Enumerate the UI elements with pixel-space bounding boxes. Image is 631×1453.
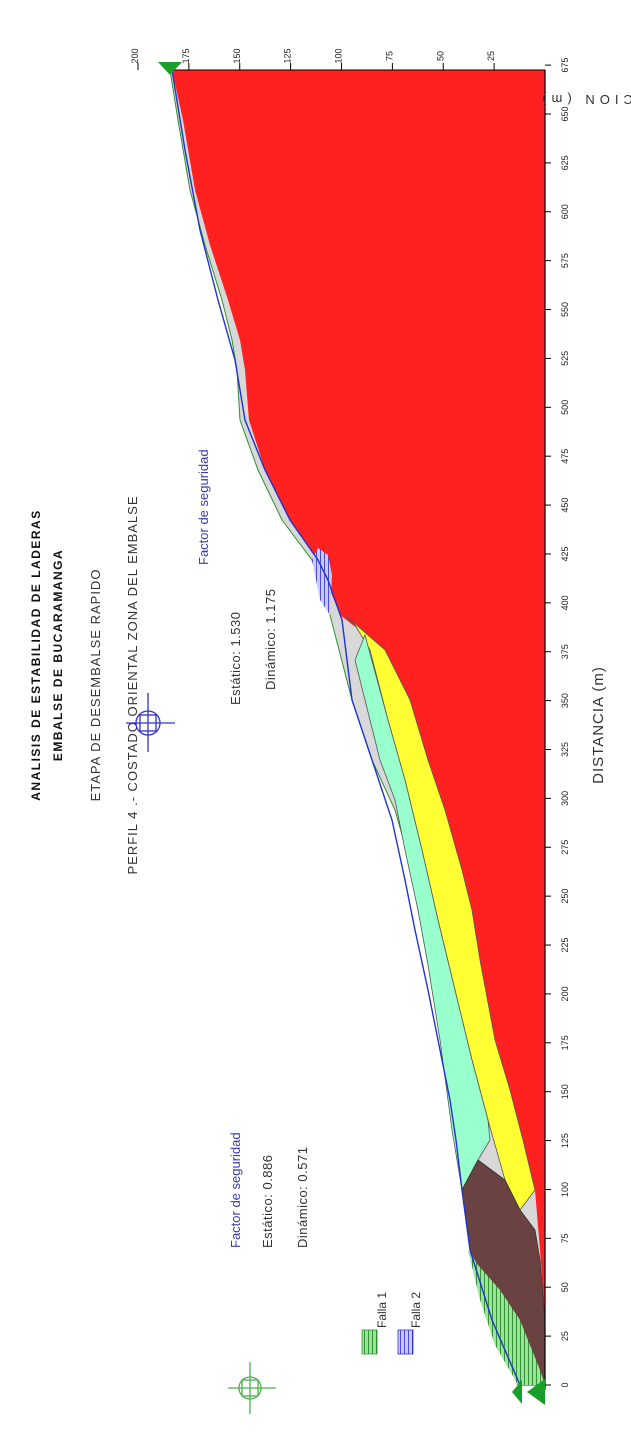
x-tick-label: 500 <box>560 400 570 415</box>
safety-factor-2-static: Estático: 0.886 <box>260 1155 275 1249</box>
x-tick-label: 125 <box>560 1133 570 1148</box>
x-tick-label: 675 <box>560 58 570 73</box>
x-tick-label: 625 <box>560 155 570 170</box>
safety-factor-2-dynamic: Dinámico: 0.571 <box>295 1147 310 1248</box>
x-tick-label: 575 <box>560 253 570 268</box>
x-tick-label: 275 <box>560 840 570 855</box>
x-tick-label: 450 <box>560 498 570 513</box>
x-tick-label: 300 <box>560 791 570 806</box>
x-tick-label: 400 <box>560 595 570 610</box>
safety-factor-1-static: Estático: 1.530 <box>228 612 243 706</box>
failure-center-marker-1 <box>126 693 175 752</box>
x-tick-label: 425 <box>560 546 570 561</box>
y-tick-label: 100 <box>334 48 344 63</box>
x-tick-label: 375 <box>560 644 570 659</box>
y-tick-label: 200 <box>130 48 140 63</box>
x-tick-label: 525 <box>560 351 570 366</box>
x-tick-label: 550 <box>560 302 570 317</box>
safety-factor-1-dynamic: Dinámico: 1.175 <box>263 589 278 690</box>
profile-title: PERFIL 4 .- COSTADO ORIENTAL ZONA DEL EM… <box>125 496 140 875</box>
failure-zone-2 <box>312 548 332 615</box>
x-tick-label: 475 <box>560 449 570 464</box>
y-axis-label: ELEVACION (m) <box>537 92 631 107</box>
y-tick-label: 75 <box>384 51 394 61</box>
failure-zone-1 <box>468 1250 545 1385</box>
x-tick-label: 600 <box>560 204 570 219</box>
y-tick-label: 25 <box>486 51 496 61</box>
x-tick-label: 75 <box>560 1233 570 1243</box>
y-tick-label: 150 <box>232 48 242 63</box>
legend-failure2-label: Falla 2 <box>409 1292 423 1328</box>
stage-title: ETAPA DE DESEMBALSE RAPIDO <box>88 569 103 802</box>
safety-factor-1-heading: Factor de seguridad <box>196 449 211 565</box>
y-tick-label: 125 <box>283 48 293 63</box>
title-line2: EMBALSE DE BUCARAMANGA <box>51 549 65 761</box>
water-table-line <box>171 69 521 1386</box>
x-tick-label: 350 <box>560 693 570 708</box>
x-axis-label: DISTANCIA (m) <box>590 666 607 784</box>
x-tick-label: 225 <box>560 938 570 953</box>
y-tick-label: 175 <box>181 48 191 63</box>
x-tick-label: 0 <box>560 1382 570 1387</box>
legend-failure1-label: Falla 1 <box>375 1292 389 1328</box>
x-tick-label: 650 <box>560 106 570 121</box>
x-tick-label: 25 <box>560 1331 570 1341</box>
x-tick-label: 325 <box>560 742 570 757</box>
legend-failure2-swatch <box>397 1329 414 1355</box>
marker-bottom-triangle-2 <box>512 1380 522 1404</box>
rock-layer <box>172 70 545 1385</box>
y-tick-label: 50 <box>435 51 445 61</box>
legend-failure1-swatch <box>361 1329 378 1355</box>
x-tick-label: 200 <box>560 986 570 1001</box>
x-tick-label: 250 <box>560 889 570 904</box>
safety-factor-2-heading: Factor de seguridad <box>228 1132 243 1248</box>
marker-bottom-triangle <box>527 1379 545 1405</box>
marker-top-triangle <box>158 62 182 75</box>
x-tick-label: 150 <box>560 1084 570 1099</box>
x-tick-label: 100 <box>560 1182 570 1197</box>
failure-center-marker-2 <box>228 1362 276 1414</box>
x-tick-label: 50 <box>560 1282 570 1292</box>
x-tick-label: 175 <box>560 1035 570 1050</box>
title-line1: ANALISIS DE ESTABILIDAD DE LADERAS <box>29 509 43 800</box>
